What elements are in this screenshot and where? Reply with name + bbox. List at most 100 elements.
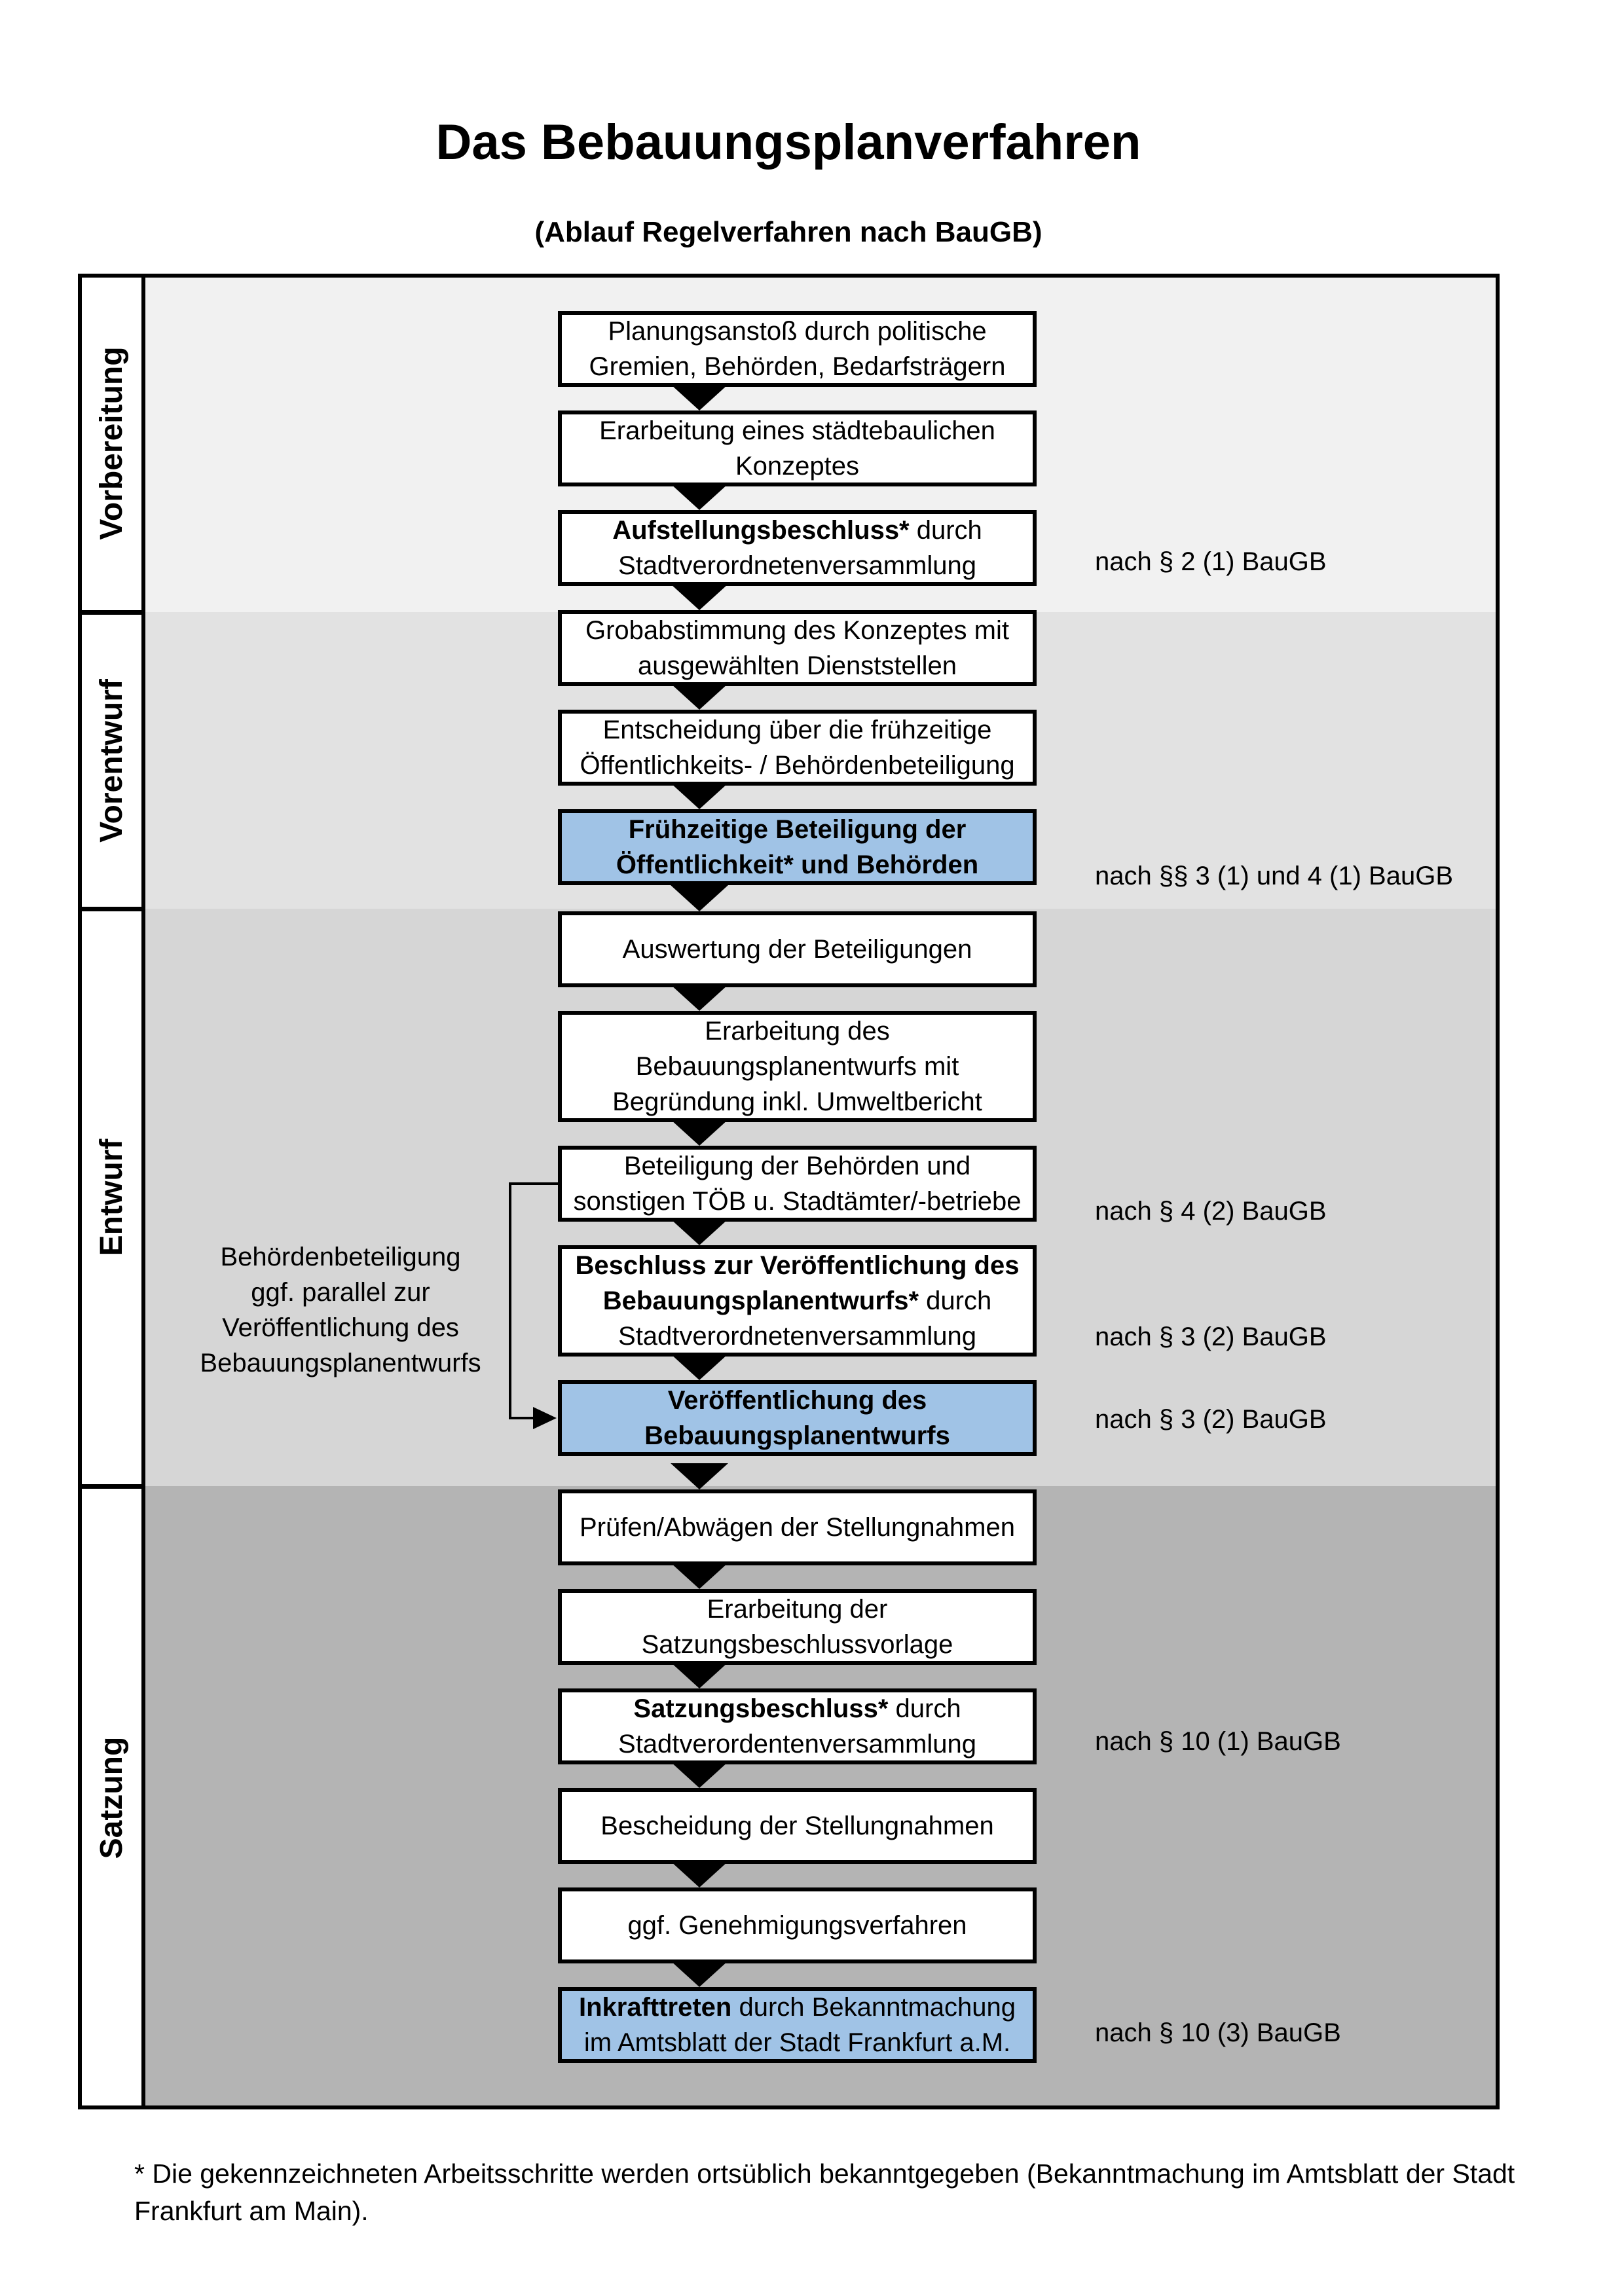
- flow-box-line: ggf. Genehmigungsverfahren: [627, 1908, 967, 1943]
- flow-box-line: Stadtverordnetenversammlung: [618, 1319, 976, 1354]
- flow-box-text: Aufstellungsbeschluss*: [612, 516, 910, 545]
- flow-box-line: Beteiligung der Behörden und: [624, 1148, 970, 1184]
- law-annotation: nach § 10 (3) BauGB: [1095, 2018, 1341, 2047]
- flow-box-line: Entscheidung über die frühzeitige: [603, 712, 992, 748]
- flow-box-text: durch: [919, 1286, 992, 1315]
- flow-box-text: sonstigen TÖB u. Stadtämter/-betriebe: [573, 1187, 1022, 1216]
- flow-box-text: durch: [909, 516, 982, 545]
- flow-box-text: durch Bekanntmachung: [731, 1993, 1016, 2022]
- flow-box-line: Stadtverordentenversammlung: [618, 1726, 976, 1762]
- phase-cell-satzung: Satzung: [82, 1486, 141, 2109]
- phase-divider: [78, 907, 145, 911]
- flow-box-line: Auswertung der Beteiligungen: [623, 932, 972, 967]
- flow-box-text: Beteiligung der Behörden und: [623, 1152, 971, 1180]
- flow-box-line: Inkrafttreten durch Bekanntmachung: [579, 1990, 1016, 2025]
- flow-box-text: Frühzeitige Beteiligung der: [628, 815, 967, 844]
- flow-box-text: Stadtverordnetenversammlung: [618, 1322, 976, 1351]
- law-annotation: nach § 3 (2) BauGB: [1095, 1322, 1327, 1351]
- flow-box-text: Beschluss zur Veröffentlichung des: [575, 1251, 1020, 1280]
- flow-box-text: ausgewählten Dienststellen: [638, 651, 957, 680]
- flow-box-text: Grobabstimmung des Konzeptes mit: [585, 616, 1009, 645]
- flow-box-text: Bebauungsplanentwurfs: [644, 1421, 950, 1450]
- down-arrow-icon: [671, 683, 728, 710]
- law-annotation: nach § 3 (2) BauGB: [1095, 1405, 1327, 1434]
- phase-label-entwurf: Entwurf: [94, 1139, 129, 1256]
- down-arrow-icon: [671, 1662, 728, 1688]
- flow-box-line: Erarbeitung eines städtebaulichen: [599, 413, 995, 448]
- flow-box-line: Satzungsbeschlussvorlage: [642, 1627, 953, 1662]
- down-arrow-icon: [671, 1762, 728, 1788]
- law-annotation: nach § 4 (2) BauGB: [1095, 1197, 1327, 1226]
- flow-box-text: Prüfen/Abwägen der Stellungnahmen: [580, 1513, 1015, 1542]
- phase-divider: [78, 1484, 145, 1489]
- phase-cell-vorbereitung: Vorbereitung: [82, 274, 141, 612]
- side-note-line: Bebauungsplanentwurfs: [200, 1349, 481, 1377]
- bracket-connector-bottom: [509, 1417, 536, 1419]
- flow-box-auswertung-beteiligungen: Auswertung der Beteiligungen: [558, 911, 1037, 987]
- flow-box-line: Planungsanstoß durch politische: [608, 314, 986, 349]
- law-annotation: nach §§ 3 (1) und 4 (1) BauGB: [1095, 862, 1453, 890]
- flow-box-text: durch: [888, 1694, 961, 1723]
- down-arrow-icon: [671, 1961, 728, 1987]
- flow-box-grobabstimmung: Grobabstimmung des Konzeptes mit ausgewäh…: [558, 610, 1037, 686]
- flow-box-line: Begründung inkl. Umweltbericht: [612, 1084, 982, 1120]
- flow-box-text: Bescheidung der Stellungnahmen: [600, 1812, 994, 1840]
- flow-box-text: Satzungsbeschlussvorlage: [641, 1630, 953, 1659]
- flow-box-genehmigungsverfahren: ggf. Genehmigungsverfahren: [558, 1887, 1037, 1963]
- flow-box-text: Erarbeitung des: [705, 1017, 890, 1046]
- flow-box-bescheidung-stellungnahmen: Bescheidung der Stellungnahmen: [558, 1788, 1037, 1864]
- side-note-line: Behördenbeteiligung: [220, 1243, 461, 1271]
- page-subtitle: (Ablauf Regelverfahren nach BauGB): [534, 216, 1043, 248]
- flow-box-line: Aufstellungsbeschluss* durch: [612, 513, 982, 548]
- flow-box-line: sonstigen TÖB u. Stadtämter/-betriebe: [573, 1184, 1021, 1219]
- flow-box-line: Veröffentlichung des: [668, 1383, 927, 1418]
- footnote: * Die gekennzeichneten Arbeitsschritte w…: [134, 2155, 1529, 2230]
- bracket-arrow-icon: [533, 1407, 557, 1429]
- flow-box-text: Satzungsbeschluss*: [633, 1694, 889, 1723]
- flow-box-line: Grobabstimmung des Konzeptes mit: [585, 613, 1009, 648]
- flow-box-line: Bescheidung der Stellungnahmen: [600, 1808, 993, 1844]
- flow-box-text: Inkrafttreten: [578, 1993, 732, 2022]
- down-arrow-icon: [671, 783, 728, 809]
- flow-box-text: Stadtverordnetenversammlung: [618, 551, 976, 580]
- phase-label-vorentwurf: Vorentwurf: [94, 678, 129, 843]
- page-title-wrap: Das Bebauungsplanverfahren: [0, 114, 1577, 171]
- flow-box-pruefen-abwaegen: Prüfen/Abwägen der Stellungnahmen: [558, 1489, 1037, 1565]
- flow-box-line: Bebauungsplanentwurfs mit: [636, 1049, 959, 1084]
- flow-box-text: Erarbeitung der: [707, 1595, 888, 1624]
- flow-box-text: Begründung inkl. Umweltbericht: [612, 1087, 982, 1116]
- flow-box-text: Planungsanstoß durch politische: [608, 317, 987, 346]
- down-arrow-icon: [671, 384, 728, 410]
- flow-box-text: Entscheidung über die frühzeitige: [602, 716, 992, 744]
- flow-box-line: Erarbeitung des: [705, 1013, 889, 1049]
- flow-box-text: Öffentlichkeits- / Behördenbeteiligung: [580, 751, 1015, 780]
- down-arrow-icon: [671, 484, 728, 510]
- down-arrow-icon: [671, 1219, 728, 1245]
- side-note-line: ggf. parallel zur: [251, 1278, 430, 1307]
- flow-box-behoerdenbeteiligung: Beteiligung der Behörden und sonstigen TÖ…: [558, 1146, 1037, 1222]
- page-subtitle-wrap: (Ablauf Regelverfahren nach BauGB): [0, 216, 1577, 249]
- phase-cell-vorentwurf: Vorentwurf: [82, 612, 141, 909]
- flow-box-text: Bebauungsplanentwurfs mit: [635, 1052, 959, 1081]
- flow-box-line: Prüfen/Abwägen der Stellungnahmen: [580, 1510, 1015, 1545]
- side-note-line: Veröffentlichung des: [222, 1313, 459, 1342]
- flow-box-text: Veröffentlichung des: [667, 1386, 927, 1415]
- flow-box-line: im Amtsblatt der Stadt Frankfurt a.M.: [584, 2025, 1010, 2060]
- flow-box-line: Satzungsbeschluss* durch: [633, 1691, 961, 1726]
- flow-box-text: Öffentlichkeit* und Behörden: [616, 850, 979, 879]
- down-arrow-icon: [671, 1463, 728, 1489]
- flow-box-line: Konzeptes: [735, 448, 859, 484]
- flow-box-line: ausgewählten Dienststellen: [638, 648, 957, 683]
- flow-box-line: Frühzeitige Beteiligung der: [629, 812, 967, 847]
- down-arrow-icon: [671, 885, 728, 911]
- flow-box-line: Erarbeitung der: [707, 1592, 888, 1627]
